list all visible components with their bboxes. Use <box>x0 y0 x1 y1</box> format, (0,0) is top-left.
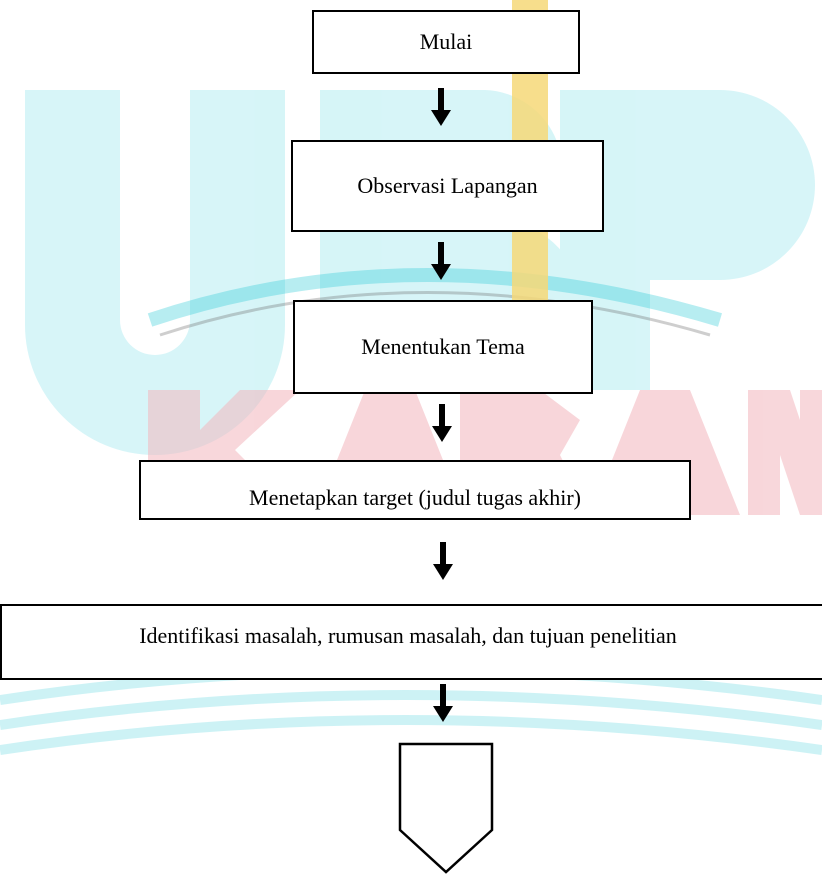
step-menetapkan-target: Menetapkan target (judul tugas akhir) <box>139 460 691 520</box>
step-mulai-label: Mulai <box>419 29 473 54</box>
off-page-connector-shape <box>398 742 494 874</box>
down-arrow-icon <box>431 88 451 126</box>
step-observasi-lapangan: Observasi Lapangan <box>291 140 604 232</box>
step-menentukan-tema: Menentukan Tema <box>293 300 593 394</box>
down-arrow-icon <box>432 404 452 442</box>
step-menentukan-tema-label: Menentukan Tema <box>361 334 525 359</box>
step-observasi-lapangan-label: Observasi Lapangan <box>357 173 538 198</box>
step-menetapkan-target-label: Menetapkan target (judul tugas akhir) <box>249 485 581 510</box>
step-mulai: Mulai <box>312 10 580 74</box>
down-arrow-icon <box>433 542 453 580</box>
down-arrow-icon <box>431 242 451 280</box>
step-identifikasi-masalah: Identifikasi masalah, rumusan masalah, d… <box>0 604 822 680</box>
down-arrow-icon <box>433 684 453 722</box>
step-identifikasi-masalah-label: Identifikasi masalah, rumusan masalah, d… <box>139 623 677 648</box>
